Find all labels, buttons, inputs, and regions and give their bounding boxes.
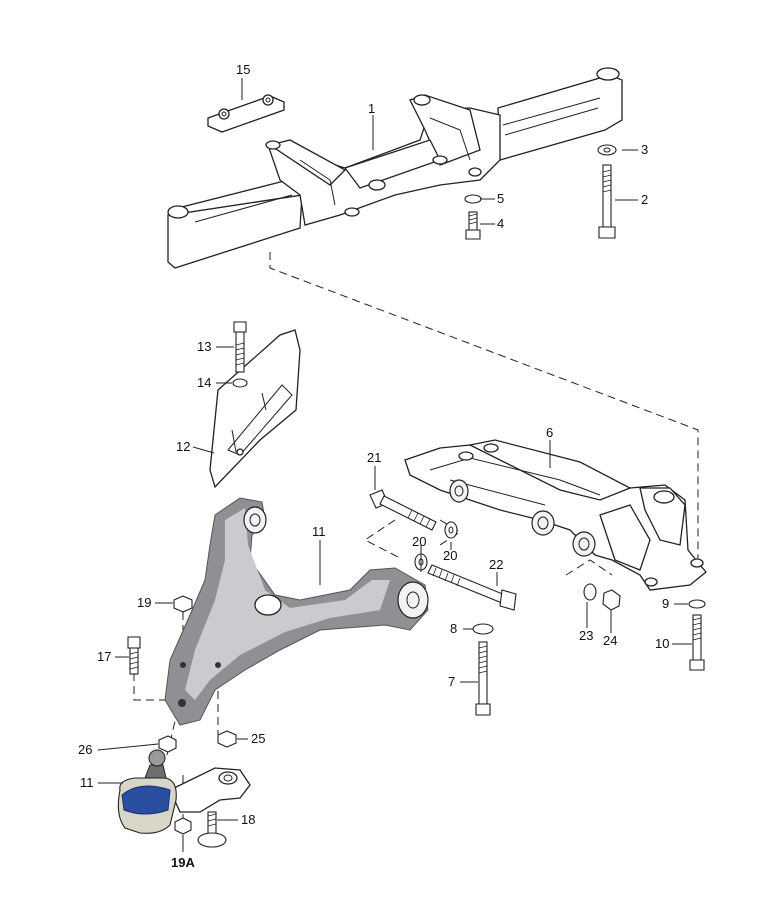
callout-16: 15: [236, 62, 250, 77]
callout-20b: 20: [443, 548, 457, 563]
callout-23: 23: [579, 628, 593, 643]
callout-12: 11: [312, 524, 326, 539]
callout-20a: 20: [412, 534, 426, 549]
callout-labels: 15 1 3 2 5 4 6 13 14 12 21 11 20 20 22 2…: [78, 62, 669, 870]
washer-3: [597, 144, 617, 156]
mounting-plate: [207, 94, 285, 133]
nut-19: [173, 595, 193, 613]
callout-11: 11: [80, 775, 94, 790]
leader-lines: [97, 78, 692, 852]
callout-7: 7: [448, 674, 455, 689]
callout-19: 19: [137, 595, 151, 610]
washer-20a: [444, 521, 458, 539]
callout-15: 14: [197, 375, 211, 390]
rear-subframe: [404, 439, 707, 591]
washer-5: [464, 194, 482, 204]
callout-9: 9: [662, 596, 669, 611]
washer-9: [688, 599, 706, 609]
bolt-14: [233, 321, 247, 373]
callout-8: 8: [450, 621, 457, 636]
stud-17: [127, 636, 141, 675]
bolt-21: [369, 489, 437, 531]
subframe-crossmember: [167, 67, 623, 269]
callout-24: 24: [603, 633, 617, 648]
callout-6: 6: [546, 425, 553, 440]
bolt-18: [197, 811, 227, 848]
callout-5: 5: [497, 191, 504, 206]
callout-17: 17: [97, 649, 111, 664]
control-arm: [164, 497, 429, 726]
washer-8: [472, 623, 494, 635]
callout-25: 25: [251, 731, 265, 746]
callout-22: 22: [489, 557, 503, 572]
washer-23: [583, 583, 597, 601]
bolt-7: [475, 641, 491, 716]
nut-25: [217, 730, 237, 748]
bolt-4: [465, 211, 481, 240]
callout-3: 3: [641, 142, 648, 157]
bolt-22: [427, 564, 517, 611]
bolt-10: [689, 614, 705, 671]
callout-10: 10: [655, 636, 669, 651]
nut-19a: [174, 817, 192, 835]
washer-15: [232, 378, 248, 388]
callout-1: 1: [368, 101, 375, 116]
callout-21: 21: [367, 450, 381, 465]
nut-26: [158, 735, 177, 753]
callout-26: 26: [78, 742, 92, 757]
callout-18: 18: [241, 812, 255, 827]
callout-19a: 19A: [171, 855, 195, 870]
callout-14: 13: [197, 339, 211, 354]
ball-joint: [117, 749, 251, 834]
cover-plate: [209, 329, 301, 489]
callout-13: 12: [176, 439, 190, 454]
callout-4: 4: [497, 216, 504, 231]
bolt-2: [598, 164, 616, 239]
callout-2: 2: [641, 192, 648, 207]
nut-24: [602, 589, 621, 611]
